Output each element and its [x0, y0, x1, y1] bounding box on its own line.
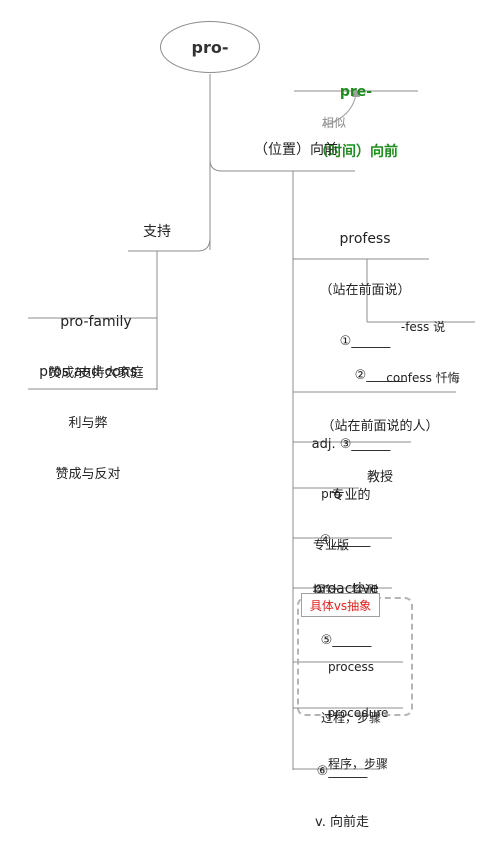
branch-procedure[interactable]: procedure 程序，步骤 [318, 671, 398, 790]
branch-professor[interactable]: ②______ （站在前面说的人） 教授 [308, 333, 452, 503]
proactive-line2: ⑤______ [320, 633, 372, 648]
concrete-abstract-label[interactable]: 具体vs抽象 [301, 593, 380, 617]
probe-line1: ④______ [319, 533, 371, 548]
procedure-line2: 程序，步骤 [327, 757, 388, 771]
professor-line3: 教授 [366, 470, 393, 485]
position-node[interactable]: （位置）向前 [254, 142, 338, 158]
professor-line1: ②______ [354, 368, 406, 383]
relation-arrowhead [352, 88, 360, 97]
support-child-pro-family[interactable]: pro-family 赞成/支持大家庭 [28, 280, 164, 399]
profess-line2: （站在前面说） [319, 283, 411, 298]
fess-line2: confess 忏悔 [386, 371, 460, 385]
pro-family-line1: pro-family [60, 314, 132, 330]
fess-line1: -fess 说 [400, 320, 446, 334]
pro-line1: pro [321, 487, 341, 501]
support-node[interactable]: 支持 [143, 224, 171, 240]
relation-label: 相似 [322, 116, 347, 130]
professional-line1: adj. ③______ [311, 437, 391, 452]
professor-line2: （站在前面说的人） [321, 419, 439, 434]
pros-and-cons-line3: 赞成与反对 [55, 467, 121, 482]
support-child-pros-and-cons[interactable]: pros and cons 利与弊 赞成与反对 [28, 330, 148, 500]
pros-and-cons-line1: pros and cons [39, 364, 137, 380]
root-to-support [128, 237, 211, 252]
process-line1: process [327, 660, 375, 674]
pre-node-line2: （时间）向前 [314, 144, 398, 160]
root-to-position [209, 159, 355, 172]
root-node[interactable]: pro- [160, 21, 260, 73]
profess-line1: profess [339, 231, 391, 247]
branch-fess[interactable]: -fess 说 confess 忏悔 [378, 285, 468, 404]
branch-profess[interactable]: profess （站在前面说） ①______ [300, 197, 430, 367]
pros-and-cons-line2: 利与弊 [68, 416, 108, 431]
procedure-line1: procedure [327, 706, 389, 720]
pre-node-line1: pre- [339, 84, 373, 100]
proceed-line1: ⑥______ [316, 764, 368, 779]
branch-professional[interactable]: adj. ③______ 专业的 [296, 402, 406, 521]
pre-node[interactable]: pre- （时间）向前 [304, 42, 408, 182]
professional-line2: 专业的 [331, 488, 371, 503]
profess-line3: ①______ [339, 334, 391, 349]
process-line2: 过程，步骤 [320, 711, 381, 725]
branch-process[interactable]: process 过程，步骤 [318, 625, 384, 744]
connector-lines [28, 74, 475, 770]
proceed-line2: v. 向前走 [315, 815, 369, 830]
pro-family-line2: 赞成/支持大家庭 [48, 366, 144, 381]
relation-arrow [321, 93, 357, 127]
root-label: pro- [191, 37, 229, 57]
branch-proceed[interactable]: ⑥______ v. 向前走 [304, 729, 380, 848]
pro-line2: 专业版 [312, 538, 349, 552]
branch-pro[interactable]: pro 专业版 [306, 452, 356, 571]
